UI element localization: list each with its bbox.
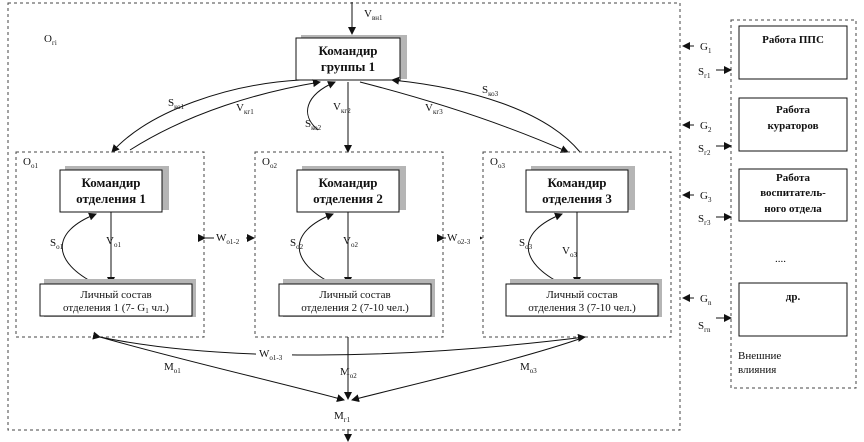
section-3-staff-box xyxy=(505,283,659,317)
commander-group-line1: Командир xyxy=(318,43,377,58)
commander-group-box xyxy=(295,37,401,81)
label-v-kg1: Vкг1 xyxy=(236,102,254,116)
gn-label: Gn xyxy=(700,293,712,307)
external-footer-line1: Внешние xyxy=(738,350,781,362)
external-ellipsis: .... xyxy=(775,253,786,265)
external-footer-line2: влияния xyxy=(738,364,776,376)
arrow-s-ko3 xyxy=(391,76,581,153)
section-3-v-label: Vo3 xyxy=(562,245,577,259)
group-label: Oгi xyxy=(44,33,57,47)
link-w-o12-label-bg xyxy=(214,230,246,244)
label-v-kg3: Vкг3 xyxy=(425,102,443,116)
arrow-s-ko2 xyxy=(307,81,336,131)
arrow-v-kg1 xyxy=(129,79,321,151)
section-1-staff-line2: отделения 1 (7- G1 чл.) xyxy=(63,302,169,315)
section-1-commander-line1: Командир xyxy=(81,175,140,190)
section-1: Oo1 Командир отделения 1 So1 Vo1 Личный … xyxy=(15,151,205,338)
link-w-o12-label: Wo1-2 xyxy=(216,232,240,246)
label-s-ko1: Sко1 xyxy=(168,97,185,111)
label-s-ko3: Sко3 xyxy=(482,84,499,98)
sn-label: Sгn xyxy=(698,320,711,334)
link-w-o13-label-bg xyxy=(256,346,292,360)
section-2-staff-box xyxy=(278,283,432,317)
external-item-1-line1: Работа ППС xyxy=(762,34,824,46)
section-1-s-arrow xyxy=(61,212,97,285)
arrow-s-ko1 xyxy=(111,79,301,153)
g2-label: G2 xyxy=(700,120,712,134)
section-2-s-arrow xyxy=(298,212,334,285)
label-m-o3: Mo3 xyxy=(520,361,537,375)
external-item-2-line2: кураторов xyxy=(767,120,818,132)
section-3-staff-line1: Личный состав xyxy=(546,289,617,301)
section-2-v-label: Vo2 xyxy=(343,235,358,249)
s3-label: Sг3 xyxy=(698,213,711,227)
external-item-3-line3: ного отдела xyxy=(764,203,822,215)
label-s-ko2: Sко2 xyxy=(305,118,322,132)
s1-label: Sг1 xyxy=(698,66,711,80)
section-3-label: Oo3 xyxy=(490,156,505,170)
label-m-o2: Mo2 xyxy=(340,366,357,380)
section-3-commander-box xyxy=(525,169,629,213)
label-v-kg2: Vкг2 xyxy=(333,101,351,115)
commander-group-line2: группы 1 xyxy=(321,59,375,74)
external-item-2-line1: Работа xyxy=(776,104,810,116)
section-1-v-label: Vo1 xyxy=(106,235,121,249)
external-item-3-box xyxy=(738,168,848,222)
output-m-o1-arrow xyxy=(99,336,345,402)
input-top-label: Vвн1 xyxy=(364,8,383,22)
s2-label: Sг2 xyxy=(698,143,711,157)
section-2-label: Oo2 xyxy=(262,156,277,170)
section-1-label: Oo1 xyxy=(23,156,38,170)
g1-label: G1 xyxy=(700,41,712,55)
external-item-4-box xyxy=(738,282,848,337)
section-3-s-arrow xyxy=(527,212,563,285)
link-w-o23-label-bg xyxy=(446,230,480,244)
section-1-staff-line1: Личный состав xyxy=(80,289,151,301)
output-bottom-label: Mг1 xyxy=(334,410,351,424)
section-2-s-label: So2 xyxy=(290,237,304,251)
section-2-commander-box xyxy=(296,169,400,213)
link-w-o23-label: Wo2-3 xyxy=(447,232,471,246)
external-item-2-box xyxy=(738,97,848,152)
arrow-v-kg3 xyxy=(359,81,569,153)
external-item-1-box xyxy=(738,25,848,80)
section-3-s-label: So3 xyxy=(519,237,533,251)
section-2-staff-line2: отделения 2 (7-10 чел.) xyxy=(301,302,409,314)
section-2: Oo2 Командир отделения 2 So2 Vo2 Личный … xyxy=(254,151,444,338)
section-1-commander-line2: отделения 1 xyxy=(76,191,146,206)
section-3-commander-line1: Командир xyxy=(547,175,606,190)
external-item-4-line1: др. xyxy=(786,291,801,303)
external-item-3-line1: Работа xyxy=(776,172,810,184)
g3-label: G3 xyxy=(700,190,712,204)
section-1-commander-box xyxy=(59,169,163,213)
section-1-s-label: So1 xyxy=(50,237,64,251)
label-m-o1: Mo1 xyxy=(164,361,181,375)
section-2-commander-line2: отделения 2 xyxy=(313,191,383,206)
group-boundary xyxy=(7,2,681,431)
external-item-3-line2: воспитатель- xyxy=(760,187,826,199)
section-2-staff-line1: Личный состав xyxy=(319,289,390,301)
link-w-o13 xyxy=(92,331,586,356)
output-m-o3-arrow xyxy=(351,336,586,403)
section-2-commander-line1: Командир xyxy=(318,175,377,190)
section-3: Oo3 Командир отделения 3 So3 Vo3 Личный … xyxy=(482,151,672,338)
section-3-commander-line2: отделения 3 xyxy=(542,191,612,206)
link-w-o13-label: Wo1-3 xyxy=(259,348,283,362)
external-boundary xyxy=(730,19,857,389)
section-1-staff-box xyxy=(39,283,193,317)
section-3-staff-line2: отделения 3 (7-10 чел.) xyxy=(528,302,636,314)
